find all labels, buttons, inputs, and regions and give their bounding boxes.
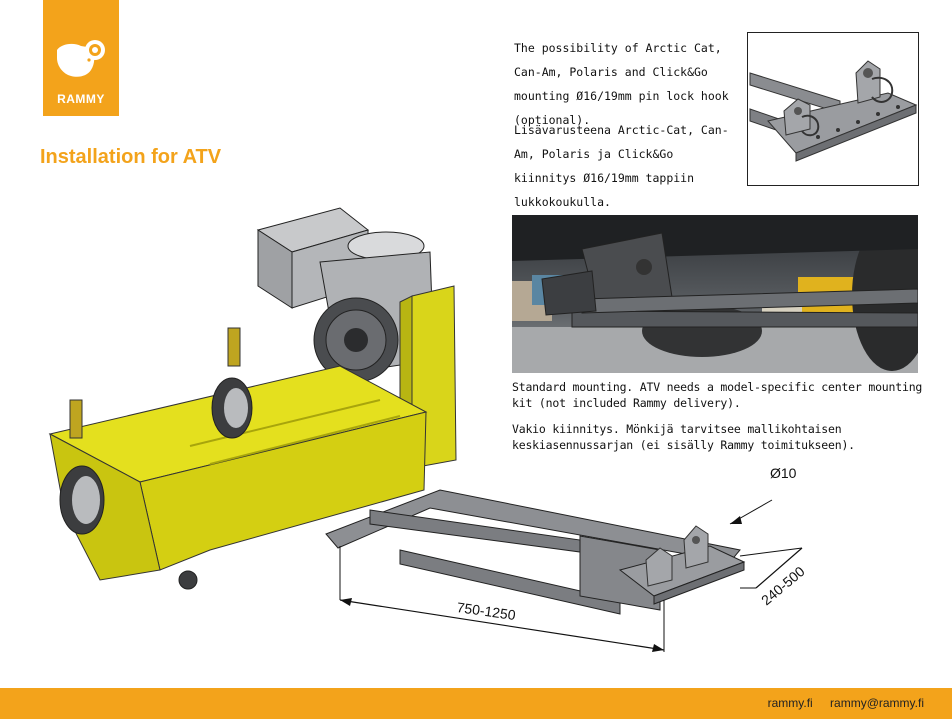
diameter-dimension: Ø10 — [770, 465, 797, 481]
footer-links: rammy.fi rammy@rammy.fi — [754, 696, 924, 710]
flail-mower-illustration — [48, 207, 803, 652]
footer-bar: rammy.fi rammy@rammy.fi — [0, 688, 952, 719]
email-link[interactable]: rammy@rammy.fi — [830, 696, 924, 710]
standard-mounting-en: Standard mounting. ATV needs a model-spe… — [512, 380, 923, 410]
brand-name: RAMMY — [57, 92, 105, 106]
hook-description-en: The possibility of Arctic Cat, Can-Am, P… — [514, 41, 729, 127]
standard-mounting-fi: Vakio kiinnitys. Mönkijä tarvitsee malli… — [512, 422, 855, 452]
hook-description-fi: Lisävarusteena Arctic-Cat, Can-Am, Polar… — [514, 123, 729, 209]
ram-logo-icon — [57, 40, 105, 77]
page-title: Installation for ATV — [40, 146, 222, 168]
brand-logo[interactable]: RAMMY — [43, 0, 119, 116]
atv-mounting-photo — [512, 215, 918, 373]
website-link[interactable]: rammy.fi — [767, 696, 813, 710]
pin-lock-hook-illustration — [749, 60, 918, 162]
pin-lock-hook-figure — [747, 32, 919, 186]
